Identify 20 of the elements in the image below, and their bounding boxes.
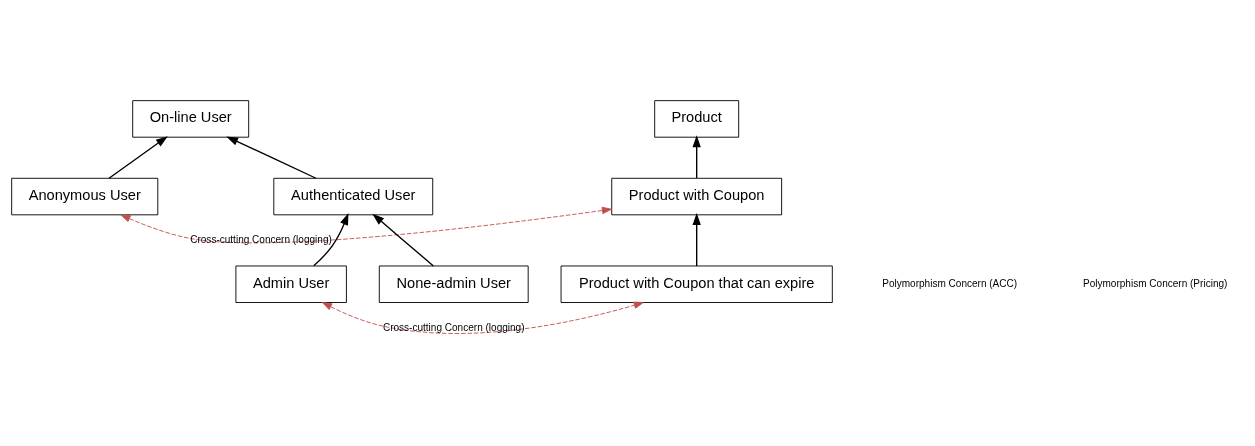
node-box: Product xyxy=(654,99,740,138)
label: Polymorphism Concern (ACC) xyxy=(882,277,1018,289)
arrow xyxy=(226,135,317,179)
label: Polymorphism Concern (Pricing) xyxy=(1083,277,1228,289)
edge-label: Cross-cutting Concern (logging) xyxy=(382,321,525,333)
node-box: On-line User xyxy=(132,99,250,138)
node-box: Authenticated User xyxy=(273,177,434,215)
arrow xyxy=(692,134,701,179)
node-box: Admin User xyxy=(235,265,347,303)
arrow xyxy=(120,206,612,243)
arrow xyxy=(321,301,644,334)
node-box: Product with Coupon xyxy=(611,177,783,215)
arrow xyxy=(108,135,168,179)
arrow xyxy=(692,212,701,267)
edge-label: Cross-cutting Concern (logging) xyxy=(190,233,332,245)
arrow xyxy=(372,213,435,267)
node-box: Product with Coupon that can expire xyxy=(560,265,833,303)
node-box: Anonymous User xyxy=(11,177,159,215)
node-box: None-admin User xyxy=(378,265,529,303)
arrow xyxy=(313,212,349,266)
